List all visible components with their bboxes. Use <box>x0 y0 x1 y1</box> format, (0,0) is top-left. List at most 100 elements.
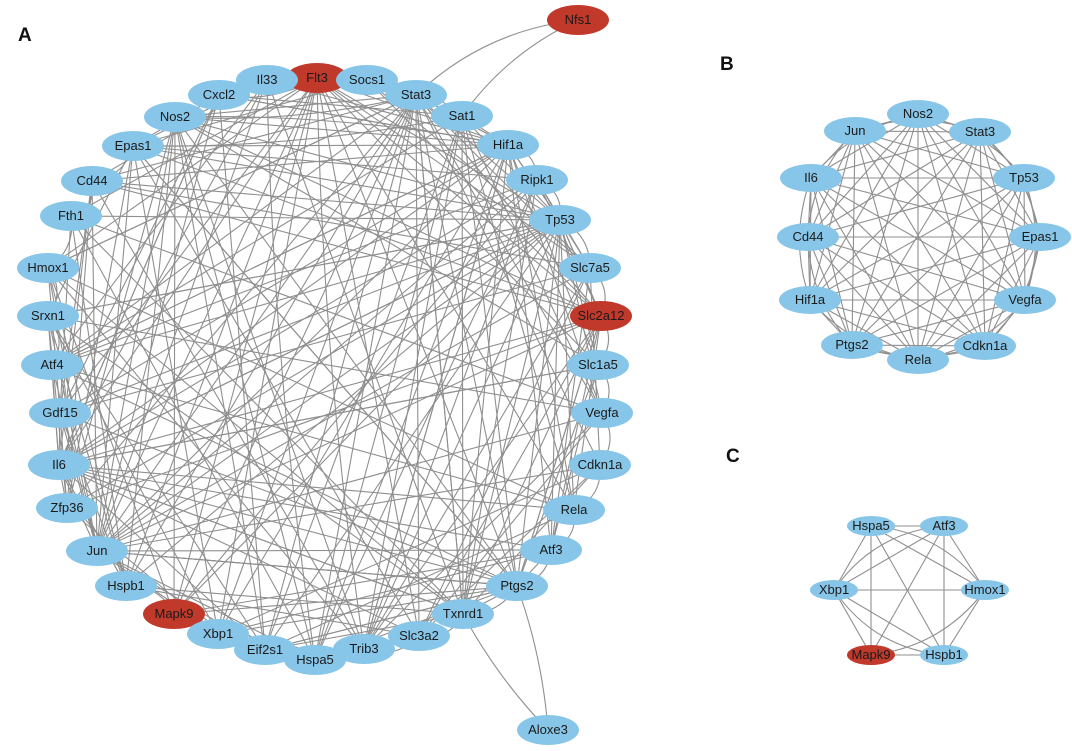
node-ellipse <box>143 599 205 629</box>
edge <box>264 115 463 651</box>
node-ellipse <box>17 253 79 283</box>
node-label: Slc3a2 <box>399 628 439 643</box>
node-label: Cd44 <box>76 173 107 188</box>
node-ellipse <box>824 117 886 145</box>
node-ellipse <box>569 450 631 480</box>
edge <box>217 144 509 635</box>
edge <box>809 131 981 301</box>
edge <box>96 464 601 552</box>
edge <box>984 177 1025 347</box>
node-label: Cxcl2 <box>203 87 236 102</box>
node-label: Mapk9 <box>851 647 890 662</box>
edge <box>173 585 518 615</box>
node-ellipse <box>21 350 83 380</box>
node-label: Xbp1 <box>203 626 233 641</box>
node-ellipse <box>920 645 968 665</box>
edge <box>51 94 417 366</box>
edge <box>833 589 945 656</box>
edge <box>96 550 518 587</box>
edge <box>943 525 986 591</box>
node-label: Fth1 <box>58 208 84 223</box>
node-label: Flt3 <box>306 70 328 85</box>
node-ellipse <box>961 580 1009 600</box>
node-epas1: Epas1 <box>1009 223 1071 251</box>
edge <box>217 585 518 635</box>
node-ellipse <box>431 101 493 131</box>
node-ellipse <box>810 580 858 600</box>
node-tp53: Tp53 <box>993 164 1055 192</box>
node-label: Ptgs2 <box>835 337 868 352</box>
edge <box>851 113 919 346</box>
edge <box>58 464 266 651</box>
node-slc2a12: Slc2a12 <box>570 301 632 331</box>
node-label: Zfp36 <box>50 500 83 515</box>
node-hspa5: Hspa5 <box>847 516 895 536</box>
node-cdkn1a: Cdkn1a <box>954 332 1016 360</box>
edge <box>851 130 856 346</box>
node-cd44: Cd44 <box>777 223 839 251</box>
edge <box>316 77 518 587</box>
node-jun: Jun <box>824 117 886 145</box>
node-label: Slc2a12 <box>578 308 625 323</box>
node-ellipse <box>1009 223 1071 251</box>
edge <box>979 131 986 347</box>
edge <box>58 464 464 615</box>
node-ellipse <box>570 301 632 331</box>
edge <box>854 130 1041 238</box>
node-rela: Rela <box>543 495 605 525</box>
node-label: Txnrd1 <box>443 606 483 621</box>
node-label: Il33 <box>257 72 278 87</box>
node-ellipse <box>520 535 582 565</box>
edge <box>58 77 318 466</box>
edge <box>854 130 1026 301</box>
node-vegfa: Vegfa <box>571 398 633 428</box>
edge <box>833 525 945 591</box>
node-label: Slc7a5 <box>570 260 610 275</box>
edge <box>266 79 316 661</box>
edge <box>66 219 561 509</box>
edge <box>917 113 986 347</box>
edge <box>174 116 365 650</box>
node-label: Eif2s1 <box>247 642 283 657</box>
edge <box>58 179 538 466</box>
node-label: Ripk1 <box>520 172 553 187</box>
node-xbp1: Xbp1 <box>187 619 249 649</box>
node-vegfa: Vegfa <box>994 286 1056 314</box>
node-jun: Jun <box>66 536 128 566</box>
node-stat3: Stat3 <box>385 80 447 110</box>
node-eif2s1: Eif2s1 <box>234 635 296 665</box>
edge <box>854 130 1025 179</box>
edge <box>363 179 538 650</box>
edge <box>462 179 538 615</box>
edge <box>66 94 417 509</box>
edge <box>943 589 986 656</box>
edge <box>415 19 579 96</box>
node-label: Aloxe3 <box>528 722 568 737</box>
edge <box>96 94 417 552</box>
edge <box>91 180 602 317</box>
node-ellipse <box>28 450 90 480</box>
node-cxcl2: Cxcl2 <box>188 80 250 110</box>
node-label: Atf3 <box>539 542 562 557</box>
node-socs1: Socs1 <box>336 65 398 95</box>
edge <box>96 219 561 552</box>
node-ellipse <box>506 165 568 195</box>
node-label: Hif1a <box>493 137 524 152</box>
edge <box>51 364 575 511</box>
node-label: Il6 <box>804 170 818 185</box>
node-label: Stat3 <box>965 124 995 139</box>
edge <box>96 315 602 552</box>
edge <box>833 589 872 656</box>
edge <box>58 464 552 551</box>
edge <box>174 116 509 146</box>
edge <box>807 131 981 238</box>
node-txnrd1: Txnrd1 <box>432 599 494 629</box>
edge <box>415 94 518 587</box>
node-ellipse <box>571 398 633 428</box>
edge <box>810 131 981 179</box>
node-label: Epas1 <box>1022 229 1059 244</box>
node-ptgs2: Ptgs2 <box>821 331 883 359</box>
edge <box>173 549 552 615</box>
node-stat3: Stat3 <box>949 118 1011 146</box>
